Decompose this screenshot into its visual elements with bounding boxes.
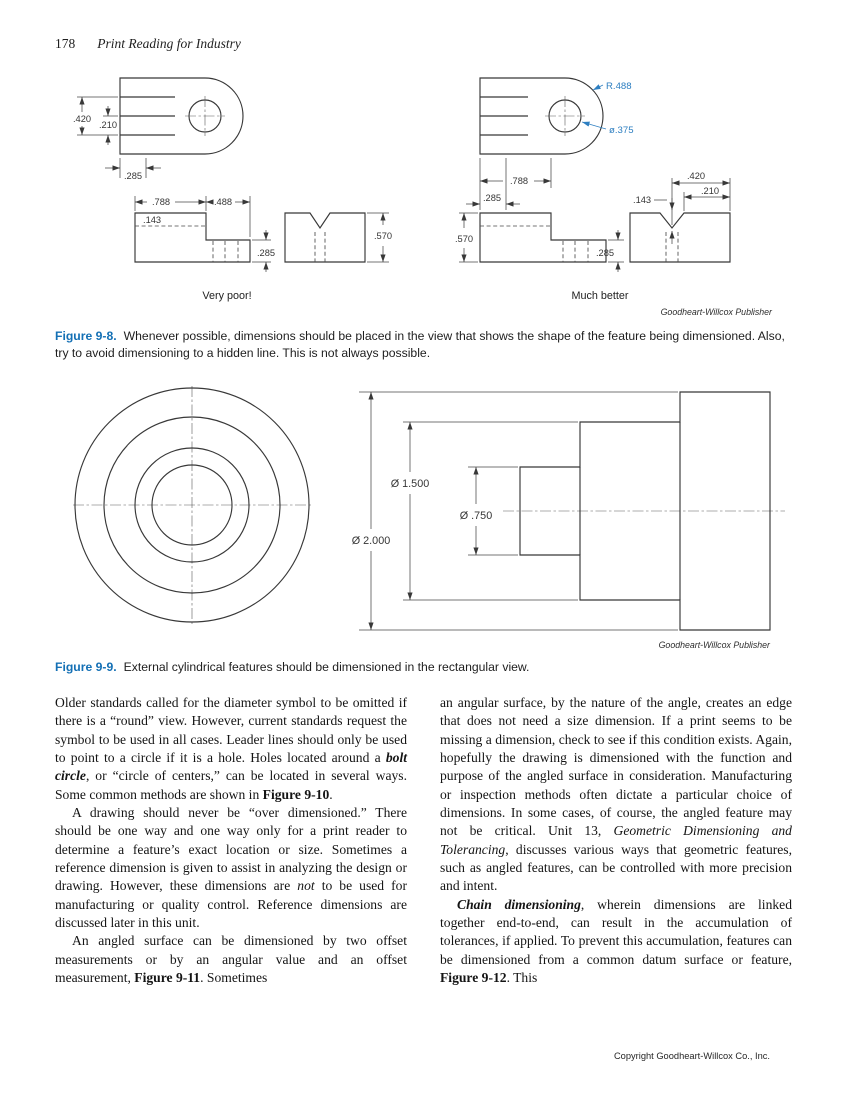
poor-front-view-dimensions: .788 .488 .143 .285 [134, 196, 275, 272]
poor-top-view [119, 77, 244, 155]
rectangular-view [503, 391, 785, 631]
figure-9-8-caption-text: Whenever possible, dimensions should be … [55, 329, 785, 360]
dim-label-dia375: ø.375 [609, 125, 634, 136]
better-top-view-leaders: R.488 ø.375 [581, 81, 634, 136]
figure-9-8-label: Figure 9-8. [55, 329, 117, 343]
better-notch-view-dimensions: .420 .210 .143 [633, 171, 731, 244]
figure-9-9-caption: Figure 9-9. External cylindrical features… [55, 659, 793, 676]
better-width-dimensions: .788 .285 [466, 158, 552, 210]
figure-9-8-attribution: Goodheart-Willcox Publisher [660, 307, 772, 317]
much-better-label: Much better [571, 290, 628, 302]
figure-9-9-caption-text: External cylindrical features should be … [123, 660, 530, 674]
running-header: 178 Print Reading for Industry [55, 36, 241, 52]
dim-label-570: .570 [374, 231, 392, 241]
figure-9-8-drawing: .420 .210 .285 .788 .488 [73, 77, 731, 302]
dim-label-r488: R.488 [606, 81, 632, 92]
better-top-view [479, 77, 604, 155]
better-front-view-dimensions: .570 .285 [455, 212, 624, 272]
book-title: Print Reading for Industry [97, 36, 241, 51]
very-poor-label: Very poor! [202, 290, 251, 302]
dim-label-488: .488 [214, 197, 232, 207]
better-front-view [479, 212, 607, 263]
figure-9-8-caption: Figure 9-8.Whenever possible, dimensions… [55, 328, 793, 361]
dim-label-570: .570 [455, 234, 473, 244]
body-column-left: Older standards called for the diameter … [55, 694, 407, 988]
dim-label-750: Ø .750 [460, 510, 492, 522]
figure-9-9-attribution: Goodheart-Willcox Publisher [658, 640, 770, 650]
dim-label-210: .210 [99, 120, 117, 130]
paragraph: Chain dimensioning, wherein dimensions a… [440, 896, 792, 986]
poor-top-view-dimensions: .420 .210 .285 [73, 96, 161, 181]
dim-label-143: .143 [633, 195, 651, 205]
body-column-right: an angular surface, by the nature of the… [440, 694, 792, 988]
page-number: 178 [55, 36, 76, 51]
poor-notch-view-dimensions: .570 [367, 212, 392, 263]
figure-9-9-label: Figure 9-9. [55, 660, 117, 674]
body-text: Older standards called for the diameter … [55, 694, 793, 988]
paragraph: An angled surface can be dimensioned by … [55, 933, 407, 986]
dim-label-788: .788 [152, 197, 170, 207]
dim-label-420: .420 [687, 171, 705, 181]
diameter-dimensions: Ø 2.000 Ø 1.500 Ø .750 [352, 391, 678, 631]
paragraph: an angular surface, by the nature of the… [440, 695, 792, 894]
circular-view [73, 386, 313, 624]
dim-label-143: .143 [143, 215, 161, 225]
dim-label-2000: Ø 2.000 [352, 535, 390, 547]
paragraph: Older standards called for the diameter … [55, 695, 407, 802]
better-notch-view [629, 212, 731, 263]
much-better-example: R.488 ø.375 .788 .285 .570 [455, 77, 731, 302]
poor-front-view [134, 212, 251, 263]
dim-label-210: .210 [701, 186, 719, 196]
figure-9-9-drawing: Ø 2.000 Ø 1.500 Ø .750 [73, 386, 785, 631]
dim-label-1500: Ø 1.500 [391, 478, 429, 490]
dim-label-285: .285 [124, 171, 142, 181]
dim-label-285: .285 [483, 193, 501, 203]
copyright-notice: Copyright Goodheart-Willcox Co., Inc. [613, 1051, 770, 1061]
dim-label-420: .420 [73, 114, 91, 124]
poor-notch-view [284, 212, 366, 263]
dim-label-788: .788 [510, 176, 528, 186]
dim-label-285-side: .285 [257, 248, 275, 258]
paragraph: A drawing should never be “over dimensio… [55, 805, 407, 931]
dim-label-285-side: .285 [596, 248, 614, 258]
very-poor-example: .420 .210 .285 .788 .488 [73, 77, 392, 302]
